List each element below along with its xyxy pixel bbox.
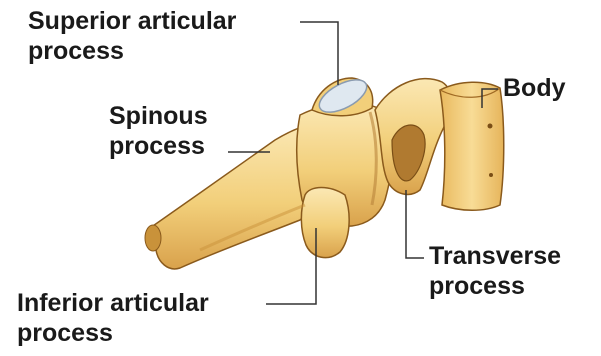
label-line: Superior articular <box>28 6 236 36</box>
label-line: process <box>429 271 561 301</box>
label-line: process <box>109 131 208 161</box>
label-transverse-process: Transverse process <box>429 241 561 301</box>
label-line: Transverse <box>429 241 561 271</box>
label-spinous-process: Spinous process <box>109 101 208 161</box>
spinous-process-tip <box>145 225 161 251</box>
label-line: Body <box>503 73 566 103</box>
label-inferior-articular-process: Inferior articular process <box>17 288 209 348</box>
vertebral-body-shape <box>440 82 504 210</box>
inferior-articular-process-shape <box>301 188 349 258</box>
label-line: process <box>17 318 209 348</box>
nutrient-foramen <box>489 173 493 177</box>
transverse-leader <box>406 190 424 258</box>
label-body: Body <box>503 73 566 103</box>
label-line: process <box>28 36 236 66</box>
label-line: Spinous <box>109 101 208 131</box>
label-line: Inferior articular <box>17 288 209 318</box>
superior-articular-leader <box>300 22 338 85</box>
nutrient-foramen <box>488 124 493 129</box>
label-superior-articular-process: Superior articular process <box>28 6 236 66</box>
